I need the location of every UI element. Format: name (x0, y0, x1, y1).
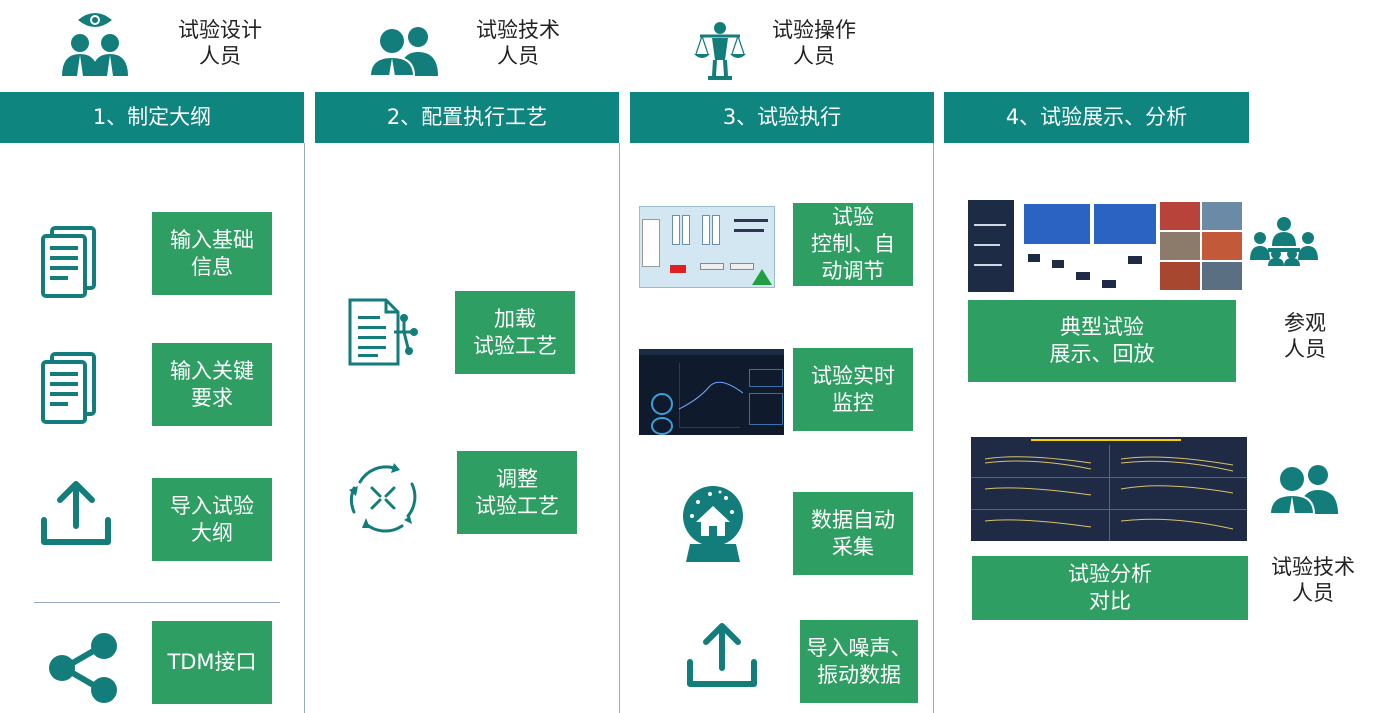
box-import-outline: 导入试验大纲 (152, 478, 272, 561)
phase-header-2: 2、配置执行工艺 (315, 92, 619, 143)
box-typical-test-playback: 典型试验展示、回放 (968, 300, 1236, 382)
box-test-control: 试验控制、自动调节 (793, 203, 913, 286)
box-realtime-monitor: 试验实时监控 (793, 348, 913, 431)
document-icon (40, 352, 98, 424)
eye-people-icon (58, 8, 132, 76)
column-divider-3 (933, 143, 934, 713)
scales-person-icon (692, 20, 748, 80)
box-test-analysis-compare: 试验分析对比 (972, 556, 1248, 620)
share-icon (46, 632, 120, 704)
box-input-basic-info: 输入基础信息 (152, 212, 272, 295)
phase-header-3: 3、试验执行 (630, 92, 934, 143)
group-meeting-icon (1246, 214, 1322, 266)
phase-header-1: 1、制定大纲 (0, 92, 304, 143)
box-adjust-process: 调整试验工艺 (457, 451, 577, 534)
snow-globe-icon (680, 484, 746, 562)
box-import-noise-vibration: 导入噪声、振动数据 (800, 620, 918, 703)
role-tech-right-label: 试验技术人员 (1271, 555, 1355, 605)
column-divider-1 (304, 143, 305, 713)
upload-icon (686, 620, 758, 690)
upload-icon (40, 478, 112, 548)
test-analysis-chart-image (971, 437, 1247, 541)
control-panel-screenshot (639, 206, 775, 288)
two-people-icon (1268, 460, 1340, 515)
cycle-arrows-icon (346, 460, 420, 534)
box-input-key-requirements: 输入关键要求 (152, 343, 272, 426)
typical-test-showcase-image (968, 200, 1244, 292)
box-auto-data-collection: 数据自动采集 (793, 492, 913, 575)
section-divider (34, 602, 280, 603)
realtime-monitor-screenshot (639, 349, 784, 435)
box-load-process: 加载试验工艺 (455, 291, 575, 374)
phase-header-4: 4、试验展示、分析 (944, 92, 1249, 143)
column-divider-2 (619, 143, 620, 713)
document-icon (40, 226, 98, 298)
role-visitor-label: 参观人员 (1284, 311, 1326, 361)
document-network-icon (346, 296, 420, 368)
box-tdm-interface: TDM接口 (152, 621, 272, 704)
role-tech-label: 试验技术人员 (476, 18, 560, 68)
role-designer-label: 试验设计人员 (178, 18, 262, 68)
two-people-icon (368, 22, 442, 77)
role-operator-label: 试验操作人员 (772, 18, 856, 68)
